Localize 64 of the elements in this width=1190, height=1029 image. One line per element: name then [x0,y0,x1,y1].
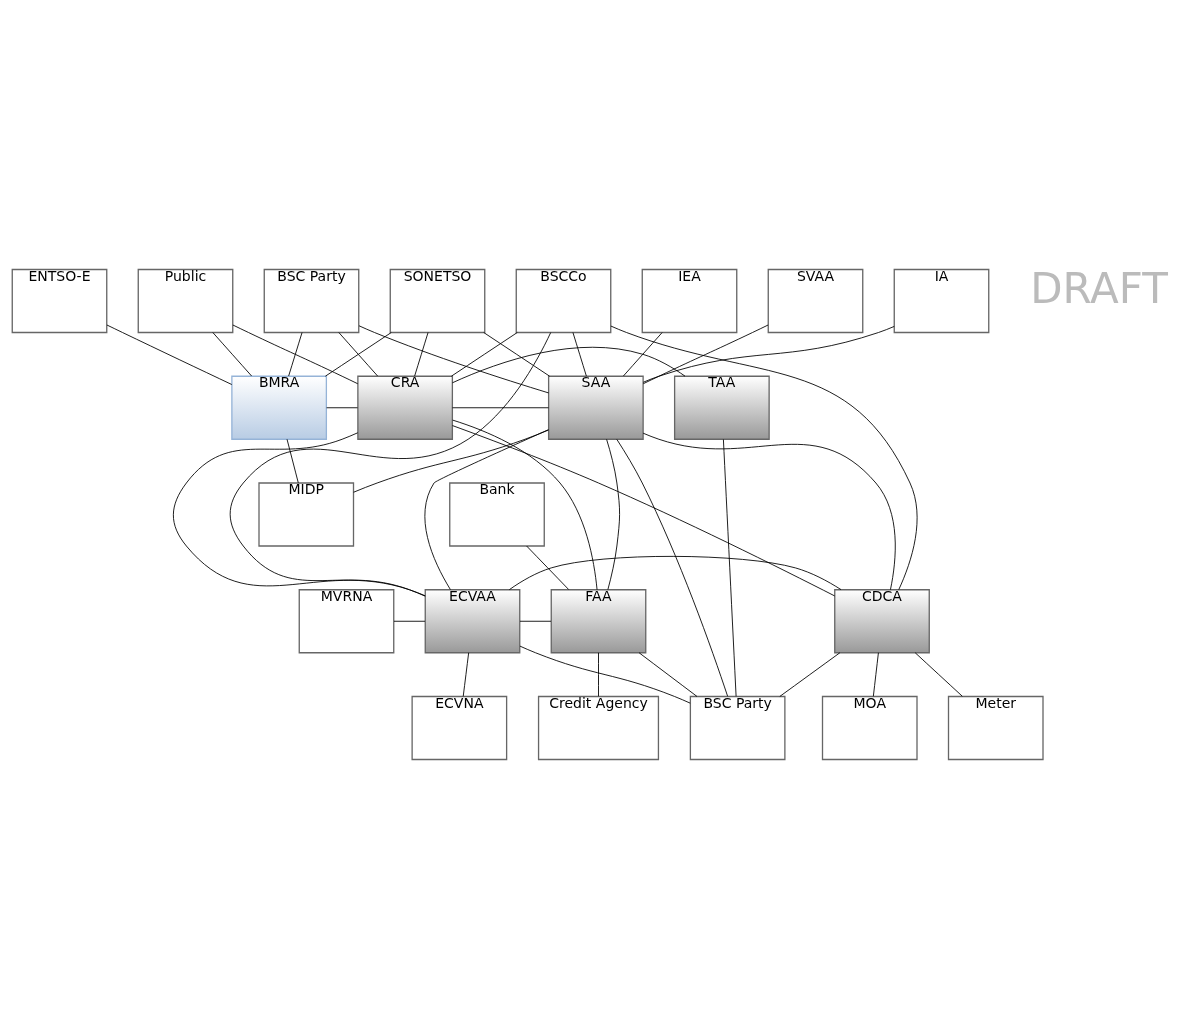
node-box: SAA [547,375,644,440]
connector [483,332,551,377]
connector [452,346,686,384]
node-box: CDCA [834,589,930,654]
node-box: BSC Party [263,268,360,334]
connector [358,325,550,394]
node-box: BSCCo [515,268,612,334]
connector [414,332,429,377]
connector [779,652,841,697]
connector [353,429,549,493]
connector [642,326,895,383]
connector [606,438,621,590]
node-box: FAA [550,589,647,654]
connector [508,555,842,591]
node-box: Bank [449,482,545,547]
connector [722,439,737,697]
connector [229,332,552,597]
connector [914,652,963,697]
connector [288,332,303,377]
connector [452,407,549,409]
connector [452,425,836,597]
node-box: BSC Party [689,695,786,761]
node-box: MOA [821,695,918,761]
connector [642,432,896,591]
connector [232,324,359,385]
connector [616,438,729,697]
node-box: IEA [641,268,738,334]
connector [286,438,299,484]
connector [172,432,426,597]
connector [452,419,598,591]
connector [424,429,549,591]
connector [526,545,570,590]
node-box: ECVNA [411,695,508,761]
connector [338,332,379,377]
node-box: Meter [947,695,1044,761]
node-box: MIDP [258,482,355,547]
connector [642,324,769,385]
connector [324,332,392,377]
connector [572,332,587,377]
node-box: SVAA [767,268,864,334]
connector [638,652,698,697]
node-box: SONETSO [389,268,486,334]
node-box: ECVAA [424,589,521,654]
connector [519,645,691,704]
node-box: Credit Agency [537,695,660,761]
node-box: ENTSO-E [11,268,108,334]
node-box: IA [893,268,990,334]
connector [462,652,470,697]
node-box: MVRNA [298,589,395,654]
connector [872,652,879,697]
connector [622,332,663,377]
connector [212,332,253,377]
connector [450,332,518,377]
connector [326,407,359,409]
label: DRAFT [1030,264,1168,314]
node-box: TAA [673,375,770,440]
connector [610,325,918,591]
connector [598,652,599,697]
connector [106,324,233,385]
node-box: CRA [357,375,454,440]
node-box: Public [137,268,234,334]
connector [519,620,552,622]
connector [393,620,426,622]
node-box: BMRA [231,375,328,440]
